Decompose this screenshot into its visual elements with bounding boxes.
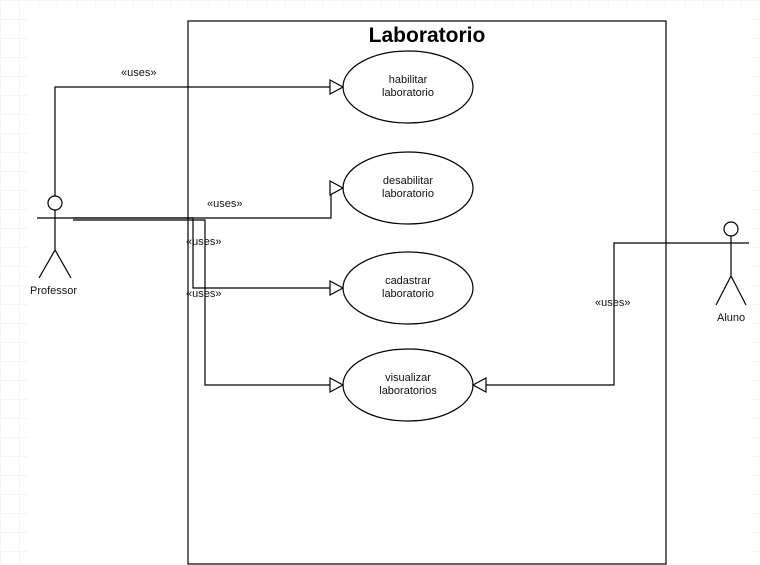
usecase-label-line: cadastrar — [385, 275, 431, 287]
stereotype-uses-visualizar: «uses» — [186, 288, 222, 300]
stereotype-uses-cadastrar: «uses» — [186, 236, 222, 248]
usecase-label-habilitar: habilitar laboratorio — [358, 74, 458, 100]
usecase-label-line: visualizar — [385, 372, 431, 384]
actor-name-professor: Professor — [30, 285, 78, 297]
actor-aluno[interactable] — [713, 221, 749, 306]
arrowhead-desabilitar — [329, 179, 345, 197]
connector-professor-habilitar[interactable] — [54, 86, 343, 196]
connector-professor-cadastrar[interactable] — [73, 217, 343, 289]
usecase-label-desabilitar: desabilitar laboratorio — [358, 175, 458, 201]
actor-name-aluno: Aluno — [717, 312, 746, 324]
arrowhead-cadastrar — [329, 279, 345, 297]
connector-professor-visualizar[interactable] — [73, 219, 343, 386]
usecase-label-line: laboratorio — [382, 87, 434, 99]
arrowhead-visualizar-right — [471, 376, 487, 394]
usecase-label-line: desabilitar — [382, 175, 434, 187]
usecase-label-cadastrar: cadastrar laboratorio — [358, 275, 458, 301]
system-boundary[interactable] — [187, 20, 667, 565]
usecase-label-line: laboratorios — [379, 385, 437, 397]
usecase-label-line: laboratorio — [382, 188, 434, 200]
stereotype-uses-desabilitar: «uses» — [207, 198, 243, 210]
usecase-label-visualizar: visualizar laboratorios — [358, 372, 458, 398]
arrowhead-visualizar-left — [329, 376, 345, 394]
system-title: Laboratorio — [368, 24, 486, 47]
stereotype-uses-aluno: «uses» — [595, 297, 631, 309]
stereotype-uses-habilitar: «uses» — [121, 67, 157, 79]
usecase-label-line: laboratorio — [382, 288, 434, 300]
usecase-label-line: habilitar — [388, 74, 428, 86]
arrowhead-habilitar — [329, 78, 345, 96]
connector-aluno-visualizar[interactable] — [473, 242, 713, 386]
